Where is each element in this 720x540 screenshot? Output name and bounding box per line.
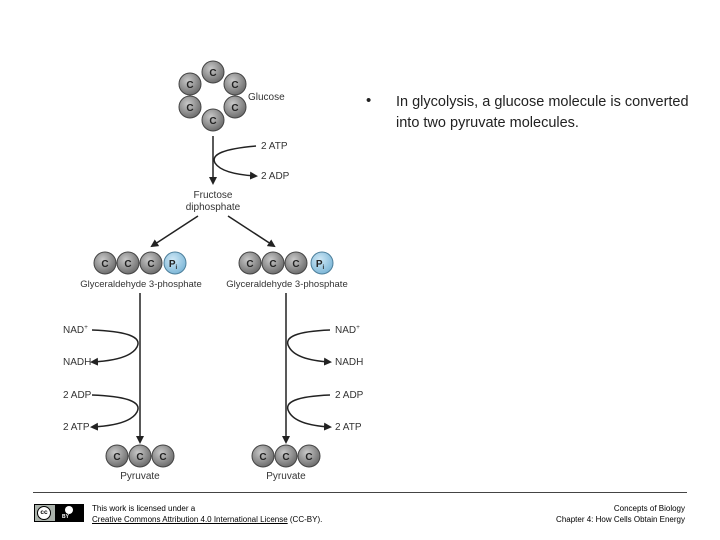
svg-text:C: C — [305, 452, 312, 463]
carbon-atom: C — [178, 95, 202, 119]
cc-icon: cc — [37, 506, 51, 520]
carbon-atom: C — [238, 251, 262, 275]
side-arrow-right-nad — [286, 329, 332, 366]
carbon-atom: C — [201, 108, 225, 132]
svg-text:C: C — [186, 103, 193, 114]
atp-output-label-left: 2 ATP — [63, 422, 90, 433]
pyruvate-label-right: Pyruvate — [266, 471, 306, 482]
bullet-symbol: • — [366, 92, 372, 109]
fructose-label-line2: diphosphate — [186, 202, 241, 213]
split-arrow-left — [150, 215, 199, 248]
carbon-atom: C — [93, 251, 117, 275]
carbon-atom: C — [251, 444, 275, 468]
carbon-atom: C — [223, 95, 247, 119]
glycolysis-diagram: C C C C C C Glucose 2 ATP 2 ADP Fructose… — [63, 60, 364, 482]
adp-output-label: 2 ADP — [261, 171, 290, 182]
svg-text:C: C — [147, 259, 154, 270]
svg-text:C: C — [292, 259, 299, 270]
nadh-output-label-left: NADH — [63, 357, 91, 368]
svg-text:C: C — [113, 452, 120, 463]
g3p-molecule-right: C C C Pi — [238, 251, 334, 275]
footer-divider — [33, 492, 687, 493]
book-title: Concepts of Biology — [613, 504, 685, 513]
svg-text:C: C — [136, 452, 143, 463]
pyruvate-label-left: Pyruvate — [120, 471, 160, 482]
book-credit: Concepts of Biology Chapter 4: How Cells… — [556, 503, 685, 525]
fructose-label-line1: Fructose — [194, 190, 233, 201]
g3p-label-left: Glyceraldehyde 3-phosphate — [80, 279, 201, 290]
svg-text:Pi: Pi — [316, 259, 325, 271]
carbon-atom: C — [223, 72, 247, 96]
license-suffix: (CC-BY). — [287, 515, 323, 524]
side-arrow-left-nad — [90, 329, 139, 366]
nad-input-label-left: NAD+ — [63, 324, 88, 336]
svg-text:C: C — [269, 259, 276, 270]
bullet-text: In glycolysis, a glucose molecule is con… — [396, 94, 689, 131]
split-arrow-right — [227, 215, 276, 248]
svg-text:C: C — [209, 68, 216, 79]
side-arrow-left-atp — [90, 394, 139, 431]
person-icon — [65, 506, 73, 514]
atp-output-label-right: 2 ATP — [335, 422, 362, 433]
g3p-label-right: Glyceraldehyde 3-phosphate — [226, 279, 347, 290]
carbon-atom: C — [274, 444, 298, 468]
carbon-atom: C — [178, 72, 202, 96]
license-link[interactable]: Creative Commons Attribution 4.0 Interna… — [92, 515, 288, 524]
svg-text:C: C — [246, 259, 253, 270]
glucose-label: Glucose — [248, 92, 285, 103]
license-line2: Creative Commons Attribution 4.0 Interna… — [92, 514, 322, 525]
carbon-atom: C — [139, 251, 163, 275]
svg-text:C: C — [186, 80, 193, 91]
chapter-title: Chapter 4: How Cells Obtain Energy — [556, 515, 685, 524]
nadh-output-label-right: NADH — [335, 357, 363, 368]
carbon-atom: C — [284, 251, 308, 275]
g3p-molecule-left: C C C Pi — [93, 251, 187, 275]
carbon-atom: C — [261, 251, 285, 275]
carbon-atom: C — [297, 444, 321, 468]
svg-text:C: C — [101, 259, 108, 270]
license-prefix: This work is licensed under a — [92, 504, 196, 513]
carbon-atom: C — [201, 60, 225, 84]
pyruvate-molecule-left: C C C — [105, 444, 175, 468]
license-text: This work is licensed under a Creative C… — [92, 503, 322, 525]
svg-text:Pi: Pi — [169, 259, 178, 271]
cc-by-license-icon[interactable]: cc BY — [34, 504, 84, 522]
phosphate-group: Pi — [163, 251, 187, 275]
adp-input-label-right: 2 ADP — [335, 390, 364, 401]
carbon-atom: C — [128, 444, 152, 468]
svg-text:C: C — [209, 116, 216, 127]
svg-text:C: C — [124, 259, 131, 270]
atp-input-label: 2 ATP — [261, 141, 288, 152]
carbon-atom: C — [151, 444, 175, 468]
carbon-atom: C — [105, 444, 129, 468]
svg-text:C: C — [282, 452, 289, 463]
svg-text:C: C — [159, 452, 166, 463]
side-arrow-right-atp — [286, 394, 332, 431]
phosphate-group: Pi — [310, 251, 334, 275]
pyruvate-molecule-right: C C C — [251, 444, 321, 468]
carbon-atom: C — [116, 251, 140, 275]
svg-text:C: C — [231, 80, 238, 91]
side-arrow — [213, 145, 258, 180]
by-icon-text: BY — [62, 514, 69, 520]
nad-input-label-right: NAD+ — [335, 324, 360, 336]
svg-text:C: C — [259, 452, 266, 463]
svg-text:C: C — [231, 103, 238, 114]
adp-input-label-left: 2 ADP — [63, 390, 92, 401]
glucose-molecule: C C C C C C — [178, 60, 247, 132]
